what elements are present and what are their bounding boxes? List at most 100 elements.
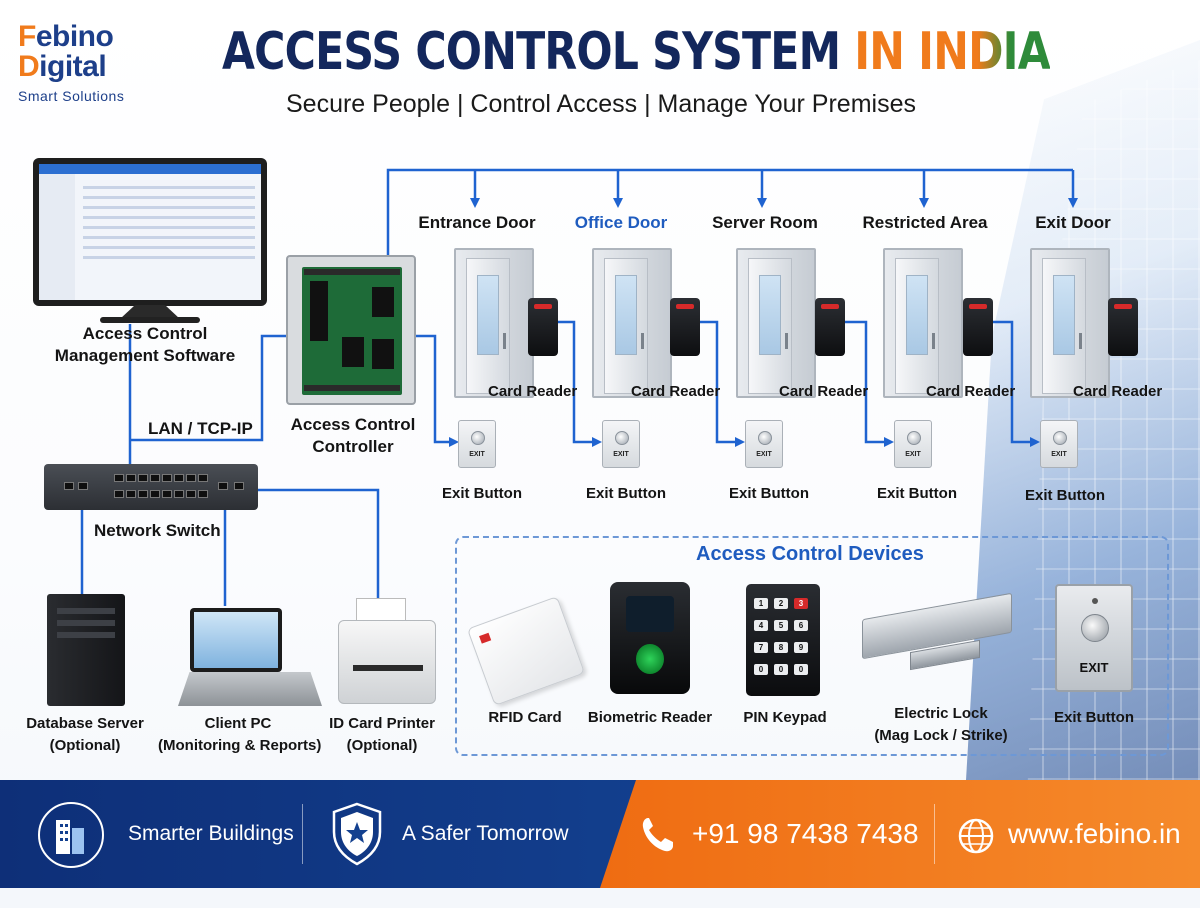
exit-button-2: EXIT [602, 420, 640, 468]
exit-button-label-3: Exit Button [729, 485, 809, 502]
door-name-exit: Exit Door [1035, 213, 1111, 232]
keypad-key: 9 [794, 642, 808, 653]
brand-logo: Febino Digital Smart Solutions [18, 22, 168, 105]
card-reader-label-4: Card Reader [926, 383, 1016, 400]
exit-button-label-2: Exit Button [586, 485, 666, 502]
monitor-base [100, 317, 200, 323]
exit-button-4: EXIT [894, 420, 932, 468]
devices-panel [455, 536, 1169, 756]
controller-label: Access Control Controller [278, 414, 428, 458]
devices-panel-title: Access Control Devices [696, 543, 924, 565]
device-label-lock-2: (Mag Lock / Strike) [874, 727, 1008, 744]
device-label-lock: Electric Lock (Mag Lock / Strike) [866, 703, 1016, 747]
keypad-key: 0 [794, 664, 808, 675]
controller-board [302, 267, 402, 395]
exit-button-label-4: Exit Button [877, 485, 957, 502]
database-server-label-2: (Optional) [49, 737, 121, 754]
switch-label: Network Switch [94, 521, 221, 540]
keypad-key: 6 [794, 620, 808, 631]
card-reader-label-5: Card Reader [1073, 383, 1163, 400]
title-in: IN [854, 22, 919, 82]
keypad-key: 4 [754, 620, 768, 631]
exit-button-label-5: Exit Button [1025, 487, 1105, 504]
database-server-label: Database Server (Optional) [20, 713, 150, 757]
keypad-key: 0 [774, 664, 788, 675]
database-server-label-1: Database Server [26, 715, 144, 732]
monitor-stand [120, 305, 180, 319]
card-reader-label-2: Card Reader [631, 383, 721, 400]
keypad-key: 5 [774, 620, 788, 631]
exit-button-device: EXIT [1055, 584, 1133, 692]
software-label-line-2: Management Software [54, 346, 236, 365]
title-india: INDIA [918, 22, 1051, 82]
id-card-printer-label-1: ID Card Printer [329, 715, 435, 732]
id-card-printer-label-2: (Optional) [346, 737, 418, 754]
door-name-server-room: Server Room [712, 213, 818, 232]
client-pc-label: Client PC (Monitoring & Reports) [158, 713, 322, 757]
keypad-key: 7 [754, 642, 768, 653]
card-reader-4 [963, 298, 993, 356]
card-reader-3 [815, 298, 845, 356]
database-server [47, 594, 125, 706]
management-software-monitor [33, 158, 267, 306]
keypad-key: 2 [774, 598, 788, 609]
exit-plate-text-3: EXIT [756, 451, 772, 458]
logo-tagline: Smart Solutions [18, 88, 125, 104]
exit-button-3: EXIT [745, 420, 783, 468]
footer-smarter-buildings: Smarter Buildings [128, 822, 294, 845]
footer-orange-band [600, 780, 1200, 888]
exit-device-plate-text: EXIT [1079, 660, 1109, 675]
door-office [592, 248, 672, 398]
controller-label-line-2: Controller [312, 437, 394, 456]
controller-label-line-1: Access Control [290, 415, 416, 434]
exit-button-label-1: Exit Button [442, 485, 522, 502]
title-main: ACCESS CONTROL SYSTEM [222, 22, 855, 82]
card-reader-5 [1108, 298, 1138, 356]
footer-phone[interactable]: +91 98 7438 7438 [692, 818, 919, 849]
footer-separator-1 [302, 804, 303, 864]
client-pc-label-2: (Monitoring & Reports) [158, 737, 322, 754]
exit-plate-text-5: EXIT [1051, 451, 1067, 458]
page-subtitle: Secure People | Control Access | Manage … [286, 90, 916, 118]
logo-letter: F [18, 20, 36, 53]
software-label-line-1: Access Control [82, 324, 208, 343]
device-label-lock-1: Electric Lock [894, 705, 988, 722]
exit-button-5: EXIT [1040, 420, 1078, 468]
footer-website[interactable]: www.febino.in [1008, 818, 1181, 849]
lan-label: LAN / TCP-IP [148, 419, 253, 438]
device-label-rfid: RFID Card [488, 709, 562, 726]
card-reader-label-3: Card Reader [779, 383, 869, 400]
id-card-printer [338, 620, 436, 704]
access-controller [286, 255, 416, 405]
door-name-restricted: Restricted Area [862, 213, 988, 232]
phone-icon [642, 818, 673, 852]
footer-separator-2 [934, 804, 935, 864]
logo-wordmark: Febino [18, 22, 168, 52]
keypad-key: 0 [754, 664, 768, 675]
exit-plate-text-4: EXIT [905, 451, 921, 458]
client-pc-label-1: Client PC [204, 715, 272, 732]
network-switch [44, 464, 258, 510]
logo-line-1: ebino [35, 20, 114, 53]
keypad-key: 3 [794, 598, 808, 609]
exit-plate-text-1: EXIT [469, 451, 485, 458]
footer-safer-tomorrow: A Safer Tomorrow [402, 822, 569, 845]
door-server-room [736, 248, 816, 398]
client-pc-keyboard [178, 672, 322, 706]
client-pc [190, 608, 282, 672]
door-name-entrance: Entrance Door [418, 213, 536, 232]
exit-button-1: EXIT [458, 420, 496, 468]
door-entrance [454, 248, 534, 398]
device-label-biometric: Biometric Reader [587, 709, 713, 726]
building-icon [38, 802, 104, 868]
biometric-reader [610, 582, 690, 694]
page-title: ACCESS CONTROL SYSTEM IN INDIA [222, 22, 1051, 82]
keypad-key: 8 [774, 642, 788, 653]
footer: Smarter Buildings A Safer Tomorrow +91 9… [0, 780, 1200, 888]
shield-icon [332, 802, 382, 866]
door-name-office: Office Door [574, 213, 668, 232]
door-restricted [883, 248, 963, 398]
